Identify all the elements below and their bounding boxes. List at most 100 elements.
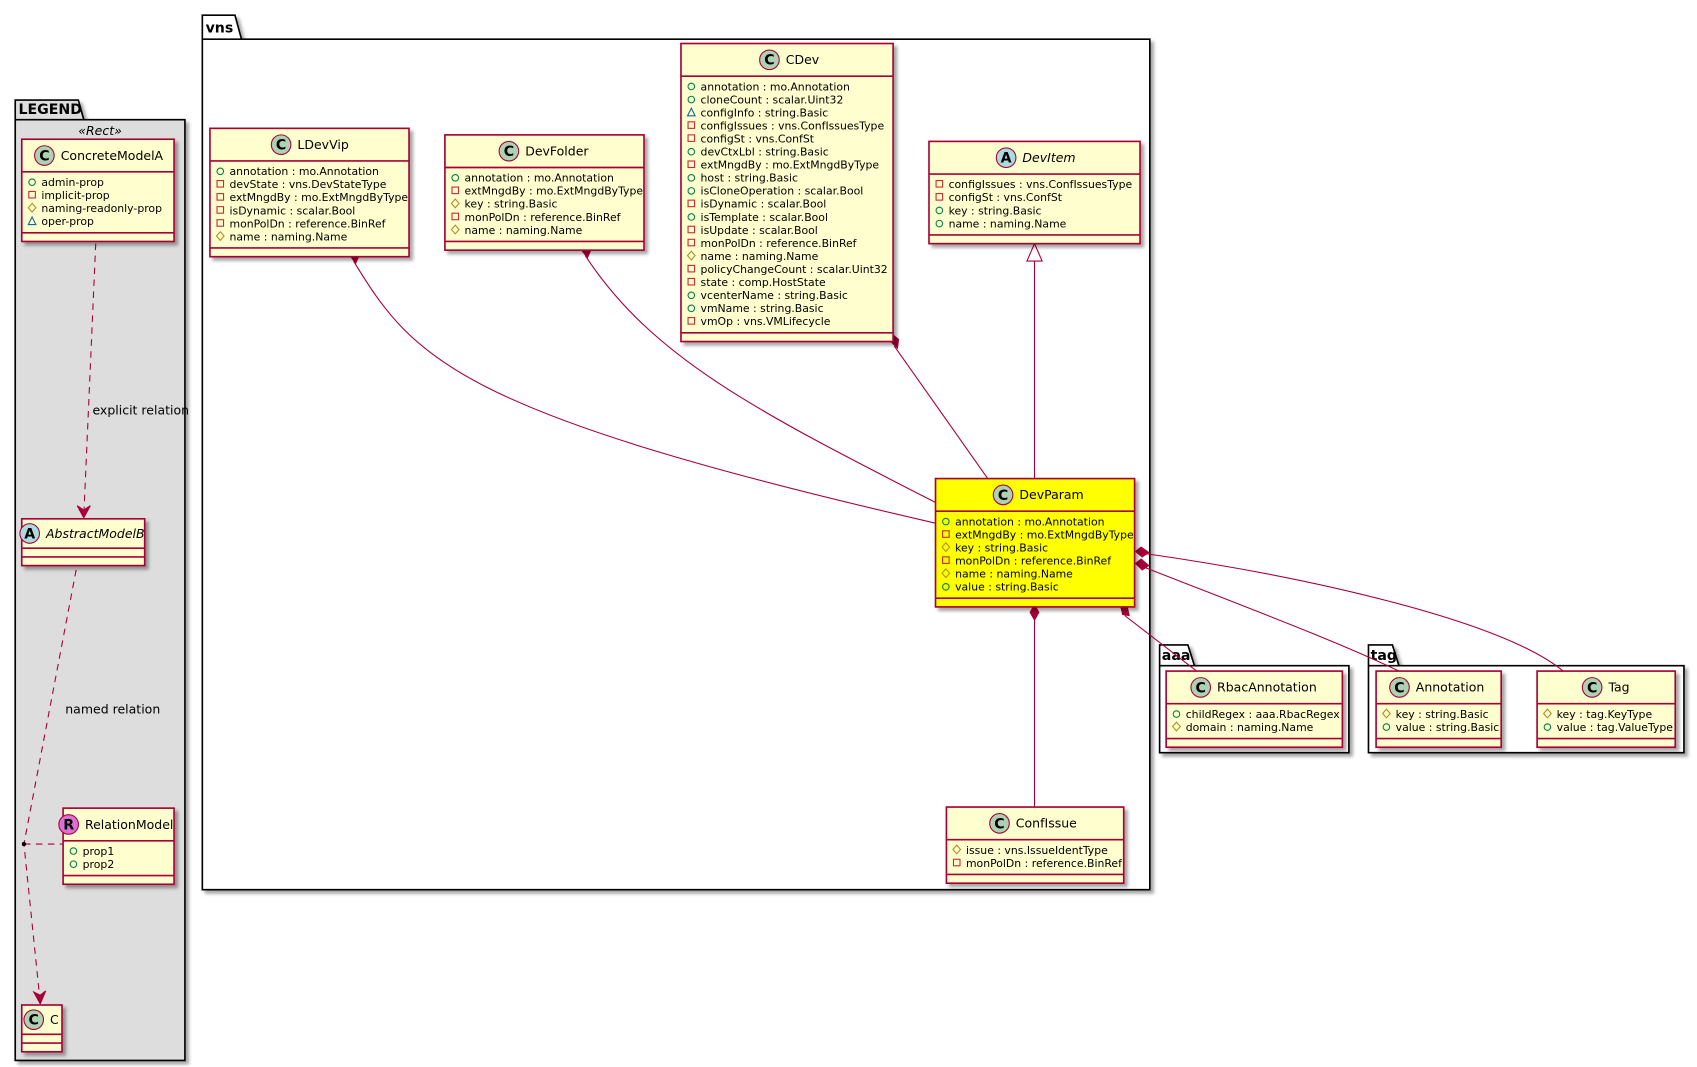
class-attribute: annotation : mo.Annotation [942, 515, 1104, 528]
class-icon: C [1581, 677, 1603, 698]
public-visibility-icon [687, 174, 696, 182]
package-label: LEGEND [18, 102, 81, 118]
class-attribute: annotation : mo.Annotation [216, 165, 379, 178]
class-attribute: cloneCount : scalar.Uint32 [687, 93, 843, 106]
attribute-text: value : string.Basic [955, 581, 1059, 594]
public-visibility-icon [451, 174, 460, 182]
attribute-text: vmName : string.Basic [701, 302, 824, 315]
class-box [20, 518, 146, 567]
public-visibility-icon [69, 847, 78, 855]
protected-visibility-icon [1542, 708, 1552, 719]
attribute-text: key : string.Basic [955, 541, 1048, 554]
class-devitem[interactable]: A DevItem configIssues : vns.ConfIssuesTyp… [928, 140, 1141, 245]
attribute-text: configSt : vns.ConfSt [949, 191, 1062, 204]
class-box [945, 806, 1125, 885]
public-visibility-icon [687, 95, 696, 104]
composition-diamond [1134, 546, 1150, 558]
protected-visibility-icon [450, 198, 460, 209]
attribute-text: vmOp : vns.VMLifecycle [701, 315, 831, 328]
public-visibility-icon [687, 82, 696, 91]
composition-devfolder-devparam [584, 255, 936, 503]
public-visibility-icon [69, 860, 78, 868]
class-attribute: key : string.Basic [935, 204, 1042, 217]
class-attribute: configSt : vns.ConfSt [687, 132, 814, 145]
class-box [928, 140, 1141, 245]
attribute-text: naming-readonly-prop [41, 202, 162, 215]
class-attribute: naming-readonly-prop [27, 202, 162, 215]
attribute-text: implicit-prop [41, 189, 109, 202]
attribute-text: name : naming.Name [230, 230, 348, 243]
attribute-text: configIssues : vns.ConfIssuesType [701, 119, 885, 132]
abstract-class-icon: A [995, 147, 1017, 169]
public-visibility-icon [687, 147, 696, 156]
attribute-text: monPolDn : reference.BinRef [464, 211, 621, 224]
attribute-text: isCloneOperation : scalar.Bool [701, 185, 864, 198]
relation-class-icon: R [58, 814, 79, 835]
class-attribute: monPolDn : reference.BinRef [216, 217, 387, 230]
class-attribute: prop2 [69, 858, 114, 871]
public-visibility-icon [28, 178, 36, 186]
class-name: DevParam [1019, 487, 1083, 502]
svg-text:C: C [764, 53, 774, 69]
class-attribute: oper-prop [27, 215, 94, 228]
svg-text:C: C [276, 138, 286, 154]
composition-diamond [1134, 558, 1150, 571]
protected-visibility-icon [941, 568, 951, 579]
public-visibility-icon [942, 517, 950, 526]
attribute-text: name : naming.Name [464, 224, 582, 237]
attribute-text: annotation : mo.Annotation [955, 515, 1104, 528]
class-name: RelationModel [85, 817, 173, 832]
class-name: Tag [1607, 680, 1629, 695]
private-visibility-icon [687, 121, 696, 129]
class-name: ConfIssue [1016, 816, 1077, 831]
attribute-text: state : comp.HostState [701, 276, 826, 289]
protected-visibility-icon [686, 250, 696, 261]
attribute-text: oper-prop [41, 215, 94, 228]
class-attribute: name : naming.Name [215, 230, 348, 243]
public-visibility-icon [687, 291, 696, 300]
class-name: DevItem [1022, 150, 1075, 165]
class-attribute: domain : naming.Name [1171, 721, 1314, 734]
protected-visibility-icon [215, 230, 225, 242]
class-attribute: value : string.Basic [942, 581, 1059, 594]
package-stereotype: «Rect» [78, 123, 122, 138]
protected-visibility-icon [1171, 721, 1182, 732]
attribute-text: devCtxLbl : string.Basic [701, 146, 829, 159]
attribute-text: name : naming.Name [955, 568, 1073, 581]
public-visibility-icon [687, 187, 696, 195]
attribute-text: name : naming.Name [701, 250, 819, 263]
private-visibility-icon [216, 180, 225, 188]
private-visibility-icon [451, 212, 460, 221]
svg-text:C: C [1587, 680, 1597, 696]
attribute-text: value : tag.ValueType [1557, 721, 1674, 734]
svg-text:A: A [24, 526, 35, 542]
attribute-text: monPolDn : reference.BinRef [955, 554, 1112, 567]
class-icon: C [270, 134, 292, 155]
svg-text:C: C [998, 488, 1008, 504]
attribute-text: host : string.Basic [701, 172, 798, 185]
class-name: LDevVip [297, 137, 348, 152]
attribute-text: annotation : mo.Annotation [701, 80, 850, 93]
class-icon: C [1190, 677, 1212, 698]
class-attribute: monPolDn : reference.BinRef [952, 857, 1123, 870]
attribute-text: monPolDn : reference.BinRef [701, 237, 858, 250]
class-attribute: configIssues : vns.ConfIssuesType [935, 178, 1132, 191]
composition-devparam-tag [1145, 553, 1564, 672]
class-box [62, 807, 175, 886]
class-attribute: configIssues : vns.ConfIssuesType [687, 119, 885, 132]
attribute-text: prop1 [83, 845, 115, 858]
class-box [209, 127, 410, 258]
class-attribute: implicit-prop [28, 189, 110, 202]
